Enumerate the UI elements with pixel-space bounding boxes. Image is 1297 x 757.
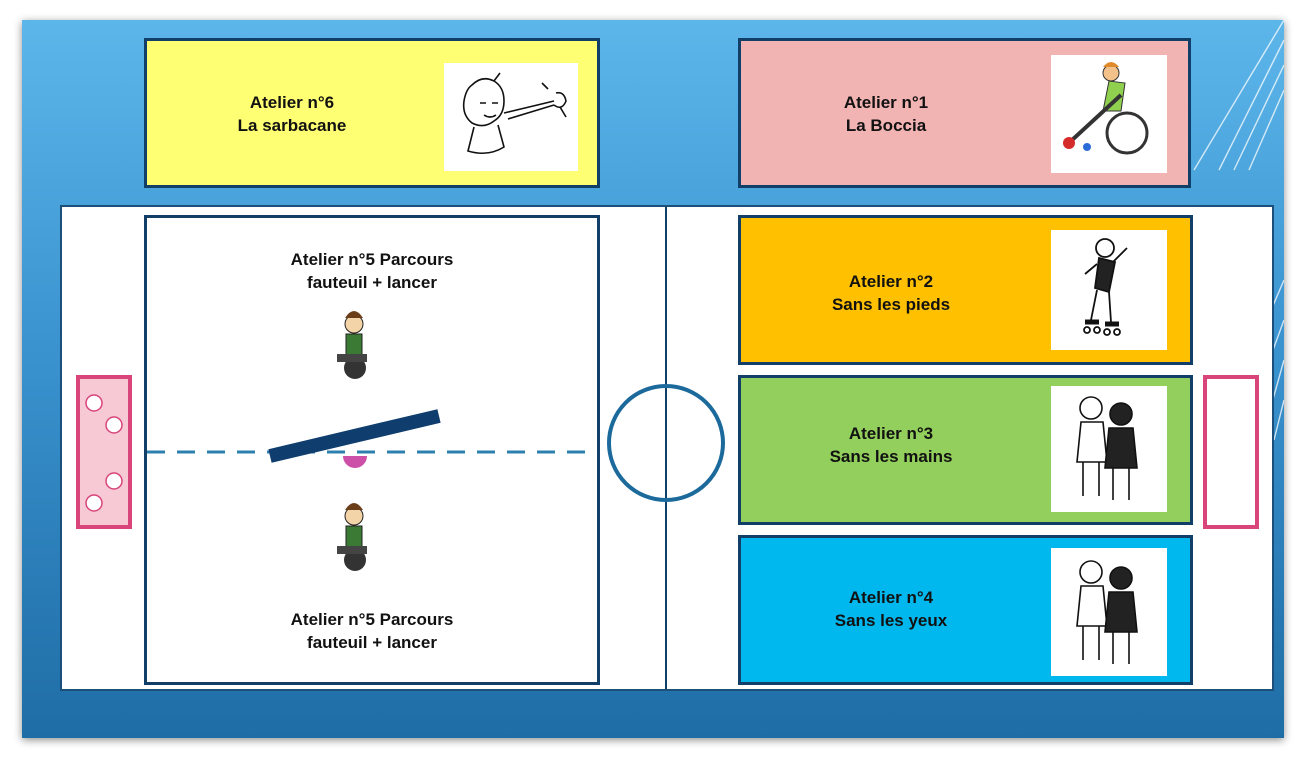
right-goal — [1203, 375, 1259, 529]
workshop-5-zone: Atelier n°5 Parcours fauteuil + lancer — [144, 215, 600, 685]
sarbacane-drawing-icon — [444, 63, 578, 171]
slide-background: Atelier n°6 La sarbacane Atelier n°1 La … — [22, 20, 1284, 738]
workshop-6-subtitle: La sarbacane — [237, 116, 347, 135]
workshop-1-subtitle: La Boccia — [845, 116, 927, 135]
wheelchair-user-top-icon — [337, 311, 367, 379]
workshop-3-title: Atelier n°3 — [848, 424, 934, 443]
workshop-6-title: Atelier n°6 — [249, 93, 335, 112]
workshop-4-card: Atelier n°4 Sans les yeux — [738, 535, 1193, 685]
workshop-4-label: Atelier n°4 Sans les yeux — [761, 586, 1021, 632]
workshop-2-card: Atelier n°2 Sans les pieds — [738, 215, 1193, 365]
wheelchair-user-bottom-icon — [337, 503, 367, 571]
workshop-5-top-subtitle: fauteuil + lancer — [307, 273, 437, 292]
workshop-5-drawing — [147, 311, 587, 571]
workshop-6-label: Atelier n°6 La sarbacane — [167, 91, 417, 137]
workshop-1-title: Atelier n°1 — [843, 93, 929, 112]
left-goal — [76, 375, 132, 529]
wheelchair-boccia-icon — [1051, 55, 1167, 173]
workshop-1-label: Atelier n°1 La Boccia — [761, 91, 1011, 137]
workshop-5-top-title: Atelier n°5 Parcours — [290, 250, 454, 269]
center-circle — [607, 384, 725, 502]
workshop-4-subtitle: Sans les yeux — [834, 611, 948, 630]
workshop-4-title: Atelier n°4 — [848, 588, 934, 607]
workshop-3-subtitle: Sans les mains — [829, 447, 953, 466]
two-kids-icon — [1051, 548, 1167, 676]
court: Atelier n°5 Parcours fauteuil + lancer — [60, 205, 1274, 691]
court-lines — [607, 207, 725, 689]
workshop-5-top-label: Atelier n°5 Parcours fauteuil + lancer — [147, 248, 597, 294]
workshop-2-subtitle: Sans les pieds — [831, 295, 951, 314]
two-kids-icon — [1051, 386, 1167, 512]
workshop-6-card: Atelier n°6 La sarbacane — [144, 38, 600, 188]
workshop-1-card: Atelier n°1 La Boccia — [738, 38, 1191, 188]
workshop-3-card: Atelier n°3 Sans les mains — [738, 375, 1193, 525]
workshop-3-label: Atelier n°3 Sans les mains — [761, 422, 1021, 468]
workshop-2-title: Atelier n°2 — [848, 272, 934, 291]
workshop-5-bottom-label: Atelier n°5 Parcours fauteuil + lancer — [147, 608, 597, 654]
workshop-5-bottom-subtitle: fauteuil + lancer — [307, 633, 437, 652]
roller-skater-icon — [1051, 230, 1167, 350]
workshop-2-label: Atelier n°2 Sans les pieds — [761, 270, 1021, 316]
workshop-5-bottom-title: Atelier n°5 Parcours — [290, 610, 454, 629]
